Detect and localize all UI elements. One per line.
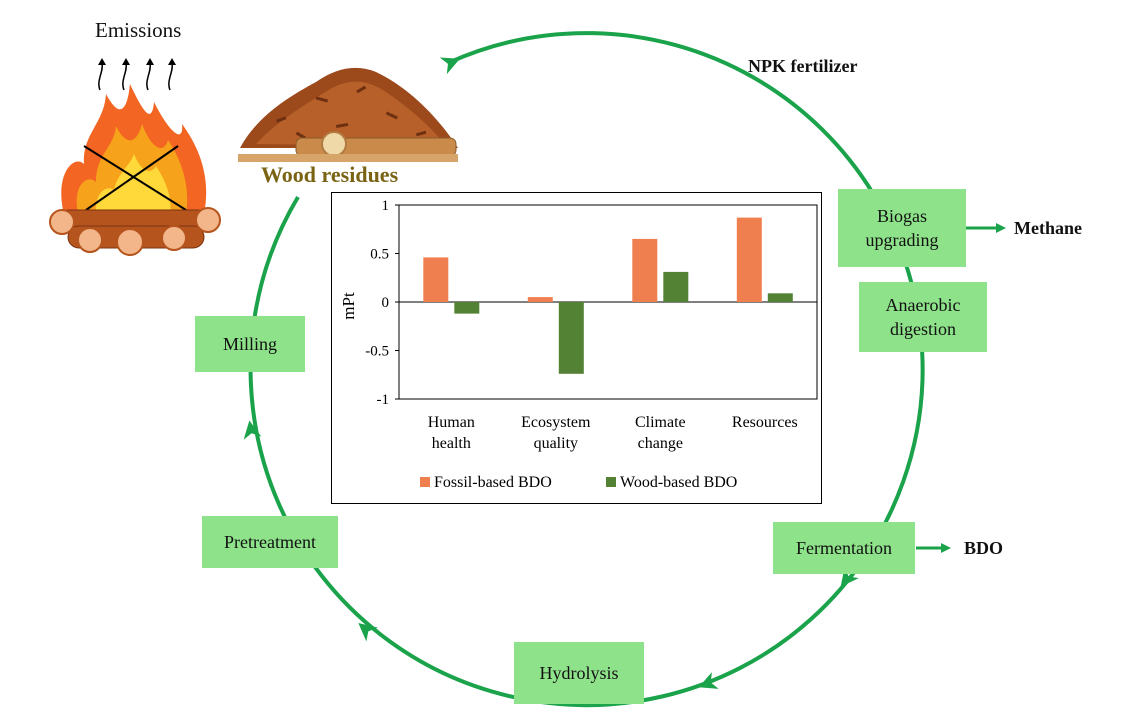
biogas-upgrading-step: Biogas upgrading (838, 189, 966, 267)
category-label: quality (534, 435, 578, 452)
category-label: health (432, 435, 471, 452)
wood-residue-pile-icon (238, 67, 458, 162)
wood-bar-2 (663, 271, 689, 302)
legend-label-1: Wood-based BDO (620, 474, 737, 491)
cycle-arrowhead-0 (439, 57, 460, 75)
emissions-label: Emissions (95, 18, 182, 42)
fossil-bar-2 (632, 238, 658, 302)
category-label: Climate (635, 414, 686, 431)
anaerobic-digestion-step: Anaerobic digestion (859, 282, 987, 352)
y-axis-label: mPt (339, 292, 358, 320)
hydrolysis-step: Hydrolysis (514, 642, 644, 704)
fermentation-step: Fermentation (773, 522, 915, 574)
milling-step: Milling (195, 316, 305, 372)
cycle-arrowhead-4 (698, 672, 719, 689)
category-label: change (638, 435, 683, 452)
y-tick-label: 1 (382, 198, 390, 214)
y-tick-label: -0.5 (365, 344, 389, 360)
fossil-bar-1 (527, 297, 553, 302)
fossil-bar-3 (736, 217, 762, 302)
legend-label-0: Fossil-based BDO (434, 474, 552, 491)
methane-output-arrow (966, 223, 1006, 233)
cycle-arrowhead-3 (358, 622, 378, 642)
wood-bar-3 (767, 293, 793, 302)
bdo-label: BDO (964, 538, 1004, 558)
legend-swatch-1 (606, 477, 616, 487)
wood-bar-1 (558, 302, 584, 374)
wood-residues-label: Wood residues (261, 162, 399, 187)
pretreatment-step: Pretreatment (202, 516, 338, 568)
category-label: Ecosystem (521, 414, 591, 431)
npk-fertilizer-label: NPK fertilizer (748, 56, 858, 76)
y-tick-label: 0.5 (370, 247, 389, 263)
wood-bar-0 (454, 302, 480, 314)
fire-illustration-icon (49, 58, 221, 256)
emission-arrows-icon (98, 61, 174, 91)
y-tick-label: 0 (382, 295, 390, 311)
cycle-arrowhead-1 (243, 420, 262, 440)
fossil-bar-0 (423, 257, 449, 302)
category-label: Human (428, 414, 475, 431)
bdo-output-arrow (916, 543, 951, 553)
y-tick-label: -1 (377, 392, 390, 408)
legend-swatch-0 (420, 477, 430, 487)
cycle-ring (248, 31, 925, 708)
category-label: Resources (732, 414, 798, 431)
methane-label: Methane (1014, 218, 1082, 238)
